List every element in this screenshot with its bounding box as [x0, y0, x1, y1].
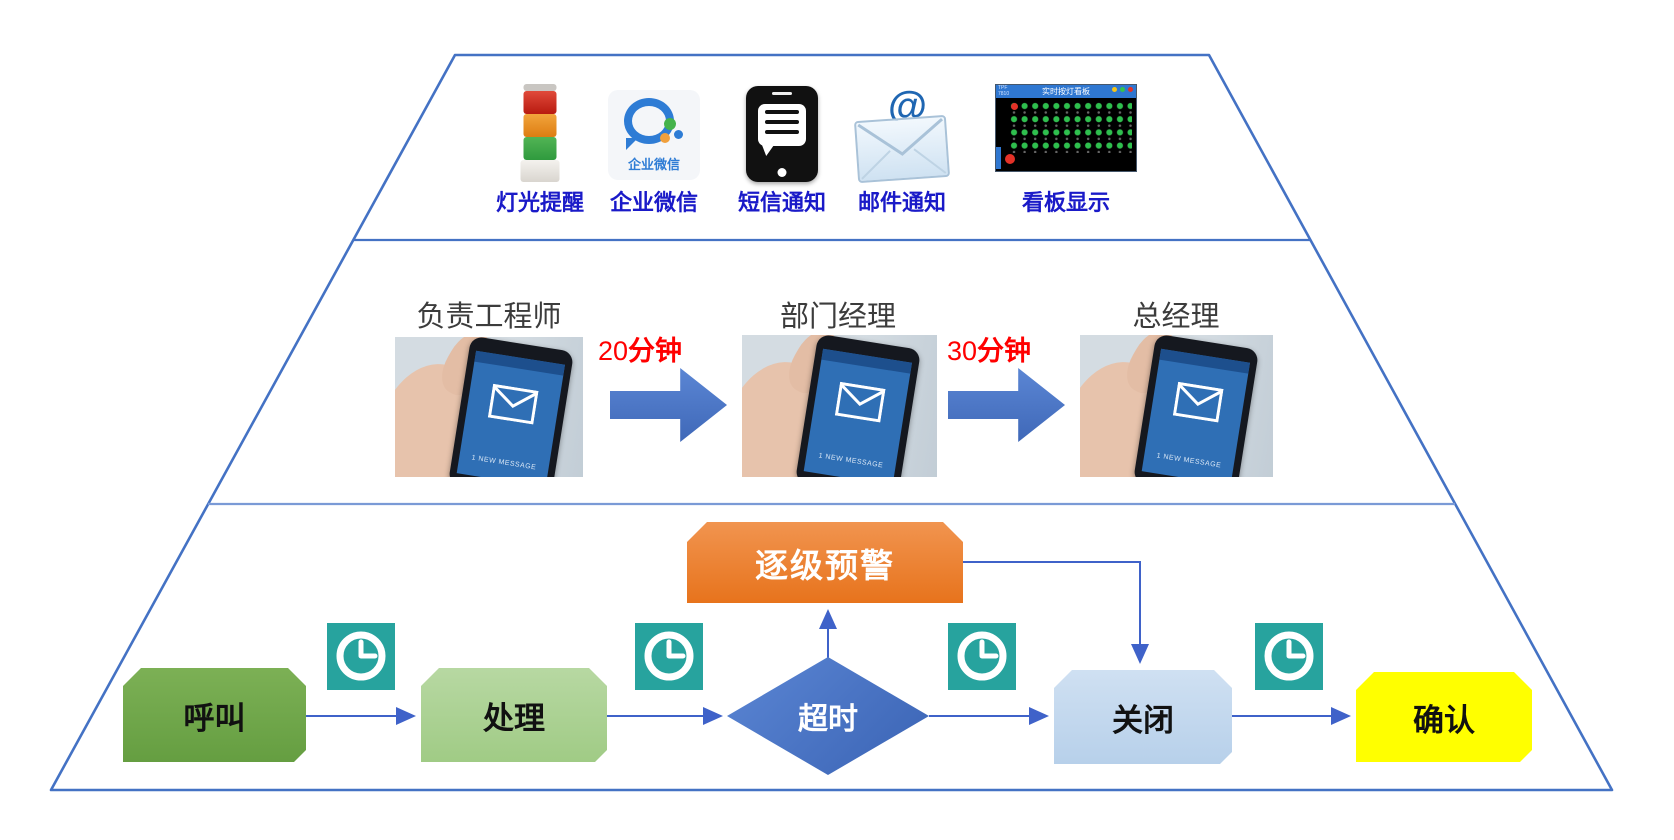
step-close: 关闭 [1054, 670, 1232, 764]
step-confirm: 确认 [1356, 672, 1532, 762]
step-call: 呼叫 [123, 668, 306, 762]
step-process: 处理 [421, 668, 607, 762]
channel-label: 看板显示 [1021, 190, 1111, 215]
role-dept-manager: 部门经理 [779, 301, 897, 333]
wechat-work-icon: 企业微信 [608, 90, 700, 180]
interval-30min: 30分钟 [946, 336, 1032, 366]
channel-label: 灯光提醒 [495, 190, 585, 215]
new-message-text: 1 NEW MESSAGE [1156, 452, 1222, 470]
sms-phone-icon [746, 86, 818, 182]
channel-wechat-work: 企业微信 企业微信 [584, 84, 724, 215]
channel-label: 短信通知 [737, 190, 827, 215]
channel-light: 灯光提醒 [470, 84, 610, 215]
phone-photo-general-manager: 1 NEW MESSAGE [1080, 335, 1273, 477]
andon-board-title: 实时按灯看板 [996, 85, 1136, 98]
wechat-work-badge: 企业微信 [627, 157, 680, 172]
channel-email: @ 邮件通知 [832, 84, 972, 215]
new-message-text: 1 NEW MESSAGE [818, 452, 884, 470]
timer-clock-icon [635, 623, 703, 690]
phone-photo-engineer: 1 NEW MESSAGE [395, 337, 583, 477]
channel-label: 企业微信 [609, 190, 699, 215]
led-grid [1009, 101, 1132, 153]
alert-led-bottom [1005, 154, 1015, 164]
new-message-text: 1 NEW MESSAGE [471, 454, 537, 472]
alert-led [1011, 103, 1018, 110]
timer-clock-icon [1255, 623, 1323, 690]
alert-box: 逐级预警 [687, 522, 963, 603]
timer-clock-icon [327, 623, 395, 690]
connector-alert-close [963, 561, 1149, 664]
phone-photo-dept-manager: 1 NEW MESSAGE [742, 335, 937, 477]
channel-label: 邮件通知 [857, 190, 947, 215]
pyramid-border [49, 53, 1614, 792]
tower-light-icon [520, 84, 560, 182]
role-engineer: 负责工程师 [416, 301, 562, 333]
role-general-manager: 总经理 [1132, 301, 1220, 333]
email-icon: @ [853, 84, 951, 184]
channel-sms: 短信通知 [712, 84, 852, 215]
timer-clock-icon [948, 623, 1016, 690]
interval-20min: 20分钟 [597, 336, 683, 366]
